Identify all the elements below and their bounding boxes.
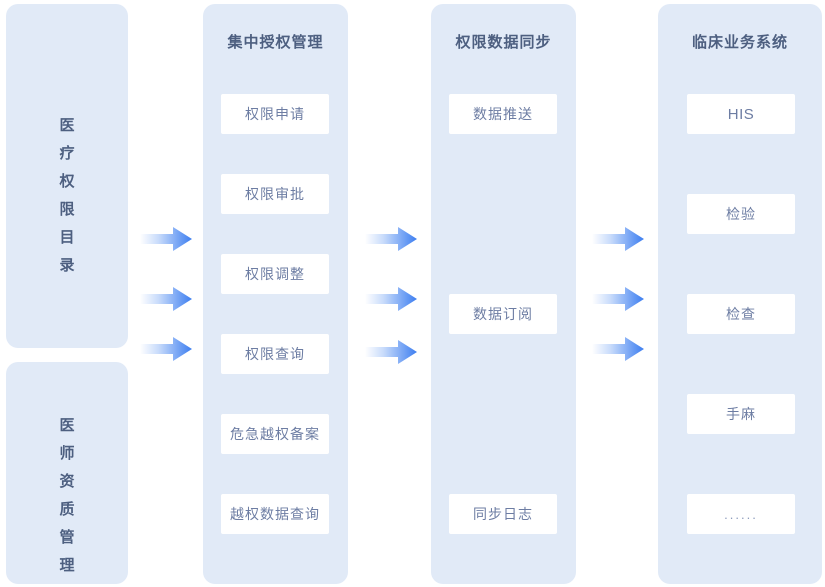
card-anesthesia[interactable]: 手麻 (687, 394, 795, 434)
vchar: 权 (59, 173, 75, 190)
panel-central-authorization-title: 集中授权管理 (227, 34, 324, 51)
card-label: 越权数据查询 (230, 506, 320, 522)
vchar: 管 (59, 529, 75, 546)
arrow-authorization-to-sync-3 (365, 340, 417, 364)
vchar: 医 (59, 417, 75, 434)
card-override-data-query[interactable]: 越权数据查询 (221, 494, 329, 534)
card-label: 权限调整 (245, 266, 305, 282)
card-permission-approval[interactable]: 权限审批 (221, 174, 329, 214)
card-label: ...... (724, 506, 758, 522)
arrow-sync-to-clinical-3 (592, 337, 644, 361)
card-lis[interactable]: 检验 (687, 194, 795, 234)
vchar: 疗 (59, 145, 75, 162)
card-emergency-override-filing[interactable]: 危急越权备案 (221, 414, 329, 454)
arrow-catalog-to-authorization-2 (140, 287, 192, 311)
card-permission-application[interactable]: 权限申请 (221, 94, 329, 134)
panel-medical-permission-catalog[interactable]: 医 疗 权 限 目 录 (6, 4, 128, 348)
vchar: 限 (59, 201, 75, 218)
vchar: 理 (59, 557, 75, 574)
panel-medical-permission-catalog-label: 医 疗 权 限 目 录 (6, 112, 128, 280)
card-label: HIS (727, 105, 755, 123)
arrow-authorization-to-sync-1 (365, 227, 417, 251)
card-label: 检查 (726, 306, 756, 322)
card-label: 数据推送 (473, 106, 533, 122)
card-label: 权限审批 (245, 186, 305, 202)
card-data-push[interactable]: 数据推送 (449, 94, 557, 134)
vchar: 资 (59, 473, 75, 490)
card-label: 手麻 (726, 406, 756, 422)
card-his[interactable]: HIS (687, 94, 795, 134)
vchar: 质 (59, 501, 75, 518)
card-permission-adjustment[interactable]: 权限调整 (221, 254, 329, 294)
card-ris[interactable]: 检查 (687, 294, 795, 334)
arrow-sync-to-clinical-1 (592, 227, 644, 251)
arrow-sync-to-clinical-2 (592, 287, 644, 311)
arrow-authorization-to-sync-2 (365, 287, 417, 311)
panel-clinical-business-systems-title: 临床业务系统 (691, 34, 788, 51)
card-label: 权限查询 (245, 346, 305, 362)
arrow-catalog-to-authorization-3 (140, 337, 192, 361)
card-permission-query[interactable]: 权限查询 (221, 334, 329, 374)
panel-physician-qualification-management-label: 医 师 资 质 管 理 (6, 412, 128, 580)
panel-permission-data-sync-title: 权限数据同步 (455, 34, 552, 51)
card-label: 权限申请 (245, 106, 305, 122)
card-label: 数据订阅 (473, 306, 533, 322)
vchar: 医 (59, 117, 75, 134)
card-data-subscription[interactable]: 数据订阅 (449, 294, 557, 334)
card-label: 检验 (726, 206, 756, 222)
card-sync-log[interactable]: 同步日志 (449, 494, 557, 534)
vchar: 师 (59, 445, 75, 462)
vchar: 录 (59, 257, 75, 274)
vchar: 目 (59, 229, 75, 246)
card-label: 同步日志 (473, 506, 533, 522)
card-label: 危急越权备案 (230, 426, 320, 442)
card-more[interactable]: ...... (687, 494, 795, 534)
arrow-catalog-to-authorization-1 (140, 227, 192, 251)
panel-physician-qualification-management[interactable]: 医 师 资 质 管 理 (6, 362, 128, 584)
